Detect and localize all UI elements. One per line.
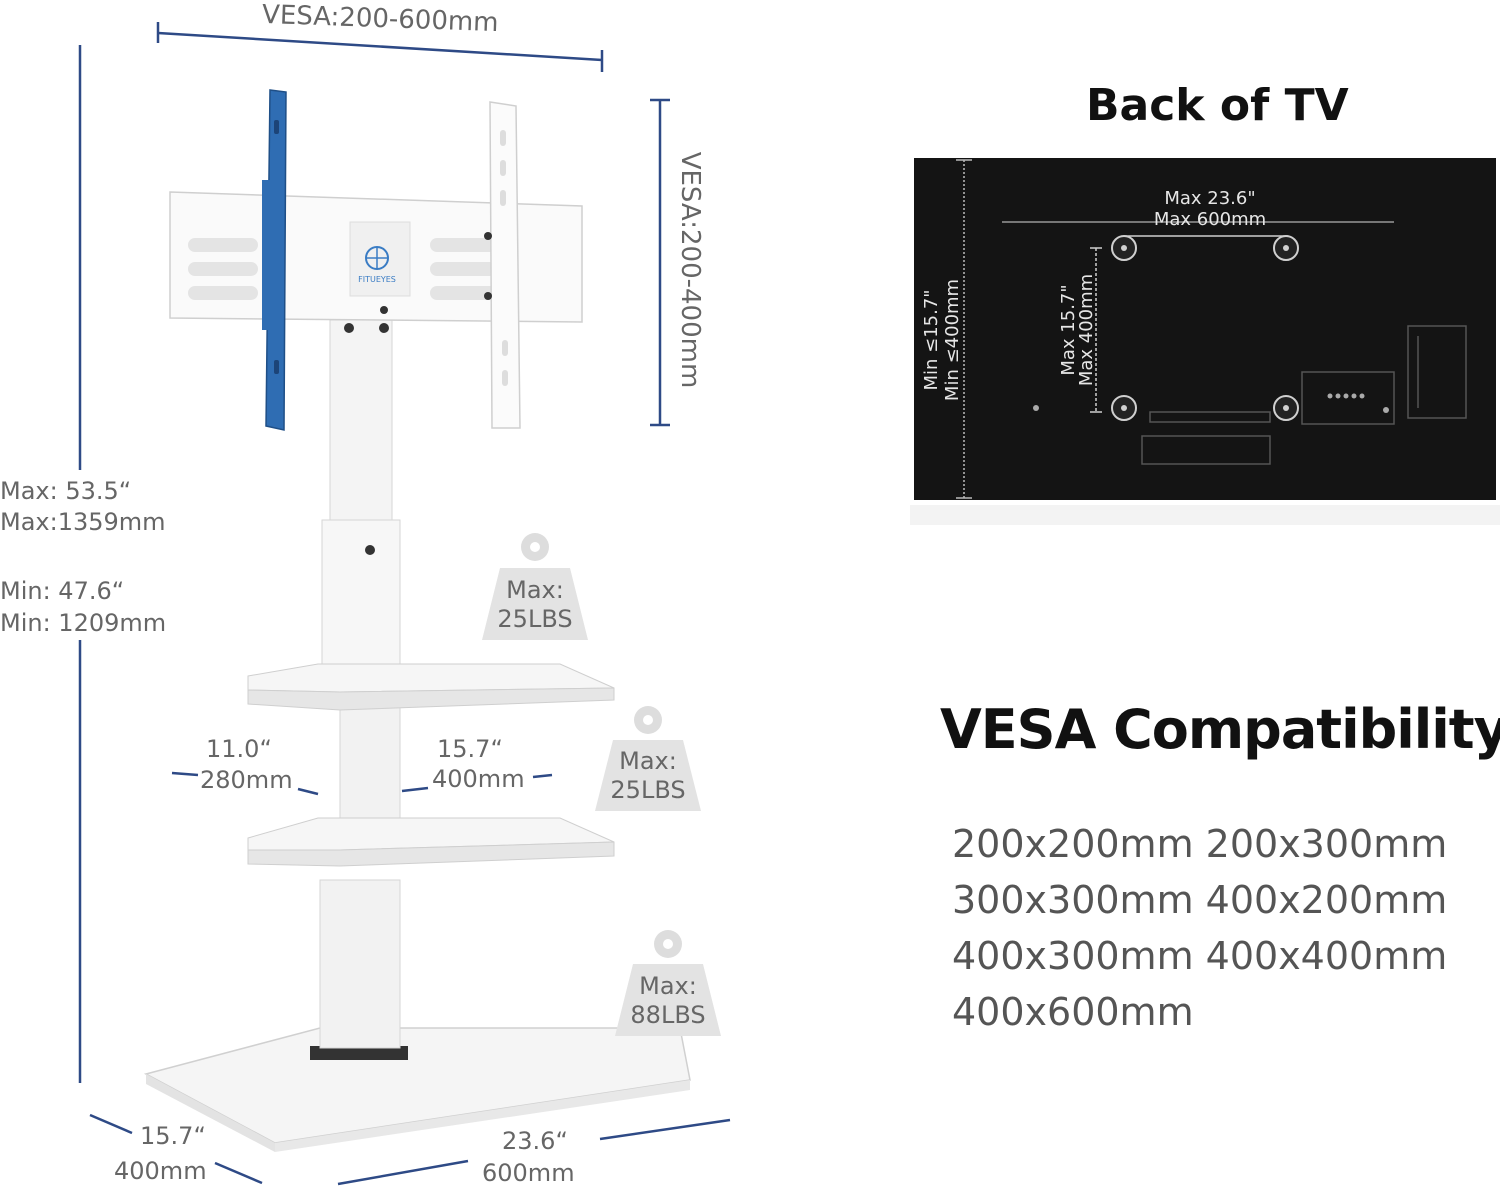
right-height-label: VESA:200-400mm <box>675 151 705 389</box>
shelf-width-mm-label: 400mm <box>432 765 525 793</box>
base-width-dimension-line <box>337 1118 731 1186</box>
weight-lower-line1: Max: <box>639 972 697 1000</box>
weight-tag-lower <box>615 930 721 1036</box>
base-depth-mm-label: 400mm <box>114 1157 207 1185</box>
max-height-mm-label: Max:1359mm <box>0 508 166 536</box>
tv-max-height-mm: Max 400mm <box>1076 274 1097 386</box>
tv-ports <box>1141 325 1467 465</box>
upper-shelf <box>247 663 615 711</box>
mounting-plate <box>169 191 583 333</box>
min-height-in-label: Min: 47.6“ <box>0 577 125 605</box>
weight-middle-line2: 25LBS <box>610 776 686 804</box>
shelf-width-dimension-line <box>401 773 553 793</box>
stand-column <box>319 319 401 1049</box>
base-depth-dimension-line <box>89 1113 263 1185</box>
tv-max-height-in: Max 15.7" <box>1058 284 1079 375</box>
tv-max-width-in: Max 23.6" <box>1164 188 1255 209</box>
brand-logo-text: FITUEYES <box>358 275 396 284</box>
weight-upper-line2: 25LBS <box>497 605 573 633</box>
base-depth-in-label: 15.7“ <box>140 1122 206 1150</box>
vesa-sizes-line: 400x600mm <box>952 990 1194 1034</box>
vesa-sizes-list: 200x200mm 200x300mm 300x300mm 400x200mm … <box>952 816 1447 1040</box>
base-width-in-label: 23.6“ <box>502 1127 568 1155</box>
shelf-depth-in-label: 11.0“ <box>206 735 272 763</box>
tv-back-panel <box>914 158 1496 500</box>
shelf-width-in-label: 15.7“ <box>437 735 503 763</box>
weight-lower-line2: 88LBS <box>630 1001 706 1029</box>
right-height-dimension-line <box>650 98 670 427</box>
stand-diagram: FITUEYES <box>78 22 731 1186</box>
lower-shelf <box>247 817 615 867</box>
shelf-depth-mm-label: 280mm <box>200 766 293 794</box>
base-width-mm-label: 600mm <box>482 1159 575 1187</box>
weight-upper-label: Max: 25LBS <box>485 576 585 634</box>
weight-upper-line1: Max: <box>506 576 564 604</box>
weight-middle-line1: Max: <box>619 747 677 775</box>
tv-min-height-in: Min ≤15.7" <box>921 289 942 390</box>
vesa-compatibility-title: VESA Compatibility <box>940 698 1500 761</box>
weight-tag-middle <box>595 706 701 811</box>
weight-lower-label: Max: 88LBS <box>618 972 718 1030</box>
vesa-sizes-line: 400x300mm 400x400mm <box>952 934 1448 978</box>
tv-back-illustration: Max 23.6" Max 600mm Max 15.7" Max 400mm … <box>910 158 1500 525</box>
stand-base <box>143 1027 691 1152</box>
weight-tag-upper <box>482 533 588 640</box>
vesa-sizes-line: 300x300mm 400x200mm <box>952 878 1448 922</box>
blue-bracket-arm <box>262 89 287 431</box>
shelf-depth-dimension-line <box>171 771 319 796</box>
top-width-dimension-line <box>156 22 604 72</box>
tv-max-width-mm: Max 600mm <box>1154 209 1266 230</box>
weight-middle-label: Max: 25LBS <box>598 747 698 805</box>
min-height-mm-label: Min: 1209mm <box>0 609 167 637</box>
tv-min-height-mm: Min ≤400mm <box>942 279 963 401</box>
white-bracket-arm <box>484 101 521 429</box>
max-height-in-label: Max: 53.5“ <box>0 477 132 505</box>
back-of-tv-title: Back of TV <box>1086 80 1349 131</box>
brand-logo: FITUEYES <box>358 246 396 284</box>
vesa-sizes-line: 200x200mm 200x300mm <box>952 822 1448 866</box>
